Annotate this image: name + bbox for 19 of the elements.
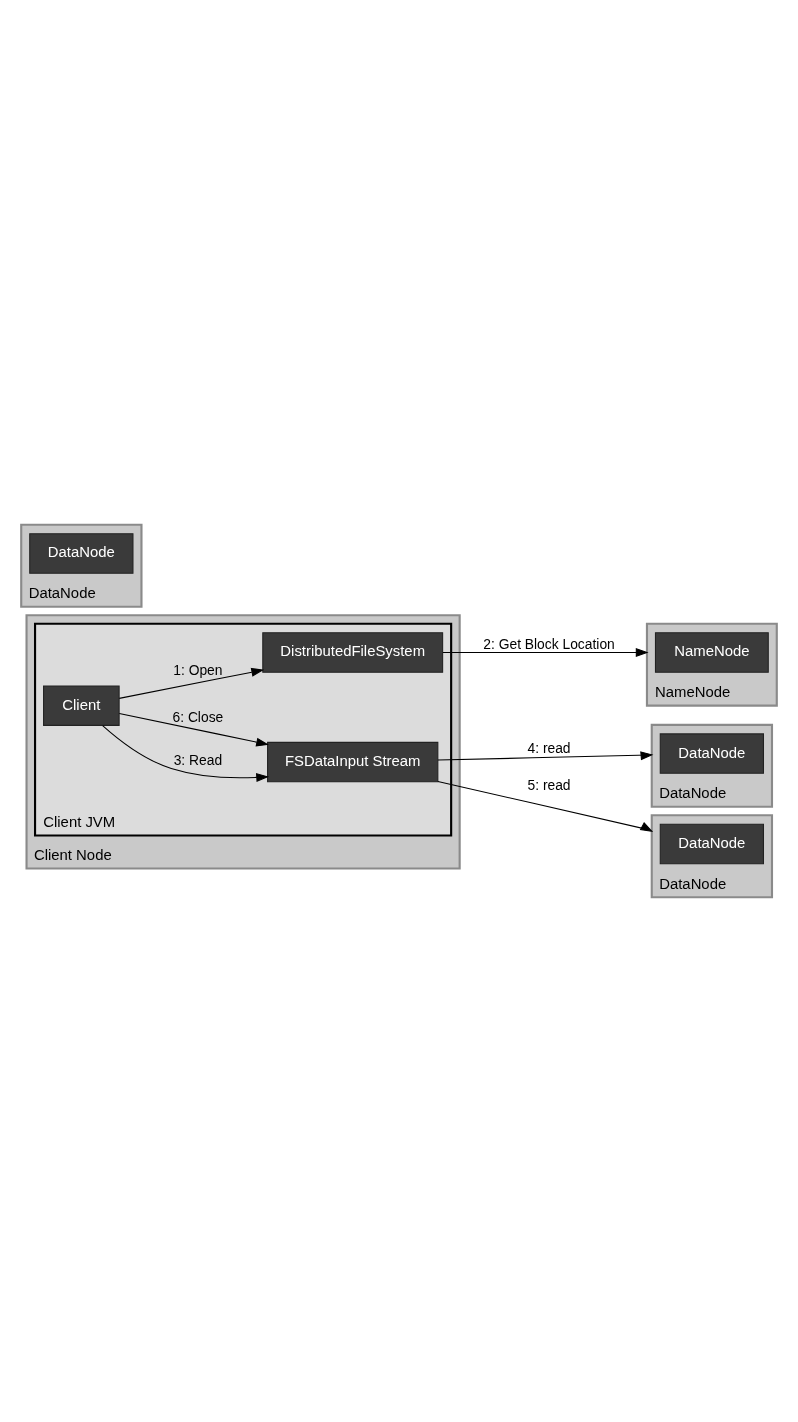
- node-box: DataNode: [659, 823, 764, 865]
- edge-label: 3: Read: [173, 751, 223, 768]
- arrow: [118, 712, 269, 747]
- arrow: [437, 780, 654, 832]
- arrow: [102, 725, 270, 782]
- node-box: DistributedFileSystem: [262, 632, 444, 673]
- node-box: Client: [43, 685, 120, 726]
- edge-label: 5: read: [527, 777, 571, 794]
- arrow: [437, 751, 654, 761]
- node-box: DataNode: [659, 733, 764, 774]
- arrow: [442, 648, 649, 657]
- node-box: FSDataInput Stream: [267, 741, 439, 783]
- edge-label: 4: read: [527, 739, 571, 756]
- edge-label: 6: Close: [172, 709, 224, 726]
- arrow: [118, 667, 265, 699]
- node-box: NameNode: [654, 632, 769, 673]
- node-box: DataNode: [29, 533, 134, 574]
- edge-label: 2: Get Block Location: [483, 635, 615, 652]
- edge-label: 1: Open: [173, 662, 223, 679]
